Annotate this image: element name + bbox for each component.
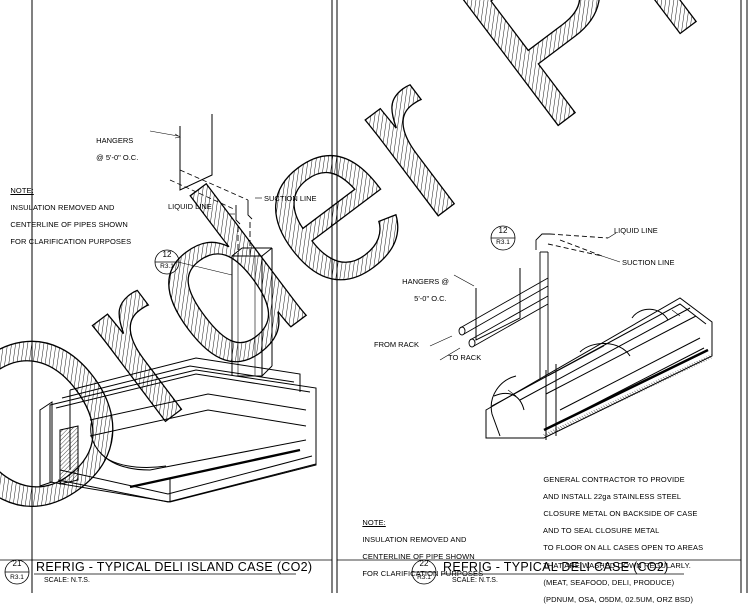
left-scale: SCALE: N.T.S. [44,577,90,584]
right-callout-bubble [490,225,516,251]
left-callout-bubble [154,249,180,275]
left-note: NOTE: INSULATION REMOVED AND CENTERLINE … [6,178,131,247]
left-note-line-1: INSULATION REMOVED AND [10,202,115,212]
right-to-rack-label: TO RACK [448,353,482,362]
left-hanger [149,114,249,211]
general-note-line-6: THAT ARE WASHED DOWN REGULARLY. [543,560,691,570]
general-note-line-4: AND TO SEAL CLOSURE METAL [542,526,660,536]
left-callout-sheet: R3.1 [160,263,174,270]
right-scale: SCALE: N.T.S. [452,577,498,584]
right-title: REFRIG - TYPICAL DELI CASE (CO2) [443,560,669,574]
right-general-note: GENERAL CONTRACTOR TO PROVIDE AND INSTAL… [539,467,703,605]
right-hanger [453,268,521,341]
left-title: REFRIG - TYPICAL DELI ISLAND CASE (CO2) [36,560,313,574]
left-liquid-line-label: LIQUID LINE [168,202,212,211]
left-hangers-line-2: @ 5'-0" O.C. [96,152,139,162]
right-hangers-line-1: HANGERS @ [402,276,449,286]
right-title-number: 22 [419,559,429,568]
sheet-borders [0,0,748,593]
right-note-line-1: INSULATION REMOVED AND [362,534,467,544]
general-note-line-5: TO FLOOR ON ALL CASES OPEN TO AREAS [543,543,704,553]
general-note-line-1: GENERAL CONTRACTOR TO PROVIDE [543,474,685,484]
right-note-line-2: CENTERLINE OF PIPE SHOWN [362,551,475,561]
right-callout-sheet: R3.1 [496,239,510,246]
right-note-heading: NOTE: [362,517,386,527]
left-title-sheet: R3.1 [10,574,24,581]
general-note-line-7: (MEAT, SEAFOOD, DELI, PRODUCE) [543,577,675,587]
left-title-bubble [4,559,296,585]
general-note-line-8: (PDNUM, OSA, O5DM, 02.5UM, ORZ BSD) [543,594,694,604]
general-note-line-2: AND INSTALL 22ga STAINLESS STEEL [542,491,682,501]
right-deli-case [485,297,713,440]
right-liquid-line-label: LIQUID LINE [614,226,658,235]
left-note-line-3: FOR CLARIFICATION PURPOSES [10,237,132,247]
general-note-line-3: CLOSURE METAL ON BACKSIDE OF CASE [543,508,698,518]
right-suction-line-label: SUCTION LINE [622,258,675,267]
right-note: NOTE: INSULATION REMOVED AND CENTERLINE … [358,510,483,579]
left-callout-number: 12 [162,250,172,259]
right-hangers-label: HANGERS @ 5'-0" O.C. [398,269,449,303]
left-title-number: 21 [12,559,22,568]
left-chase [177,247,273,377]
right-title-bubble [411,559,684,585]
right-title-sheet: R3.1 [417,574,431,581]
left-note-heading: NOTE: [10,185,34,195]
left-note-line-2: CENTERLINE OF PIPES SHOWN [10,219,128,229]
right-hangers-line-2: 5'-0" O.C. [414,293,447,303]
left-suction-line-label: SUCTION LINE [264,194,317,203]
left-hangers-line-1: HANGERS [96,135,134,145]
right-from-rack-label: FROM RACK [374,340,419,349]
right-note-line-3: FOR CLARIFICATION PURPOSES [362,569,484,579]
left-island-case [39,357,317,503]
right-callout-number: 12 [498,226,508,235]
left-hangers-label: HANGERS @ 5'-0" O.C. [92,128,138,162]
